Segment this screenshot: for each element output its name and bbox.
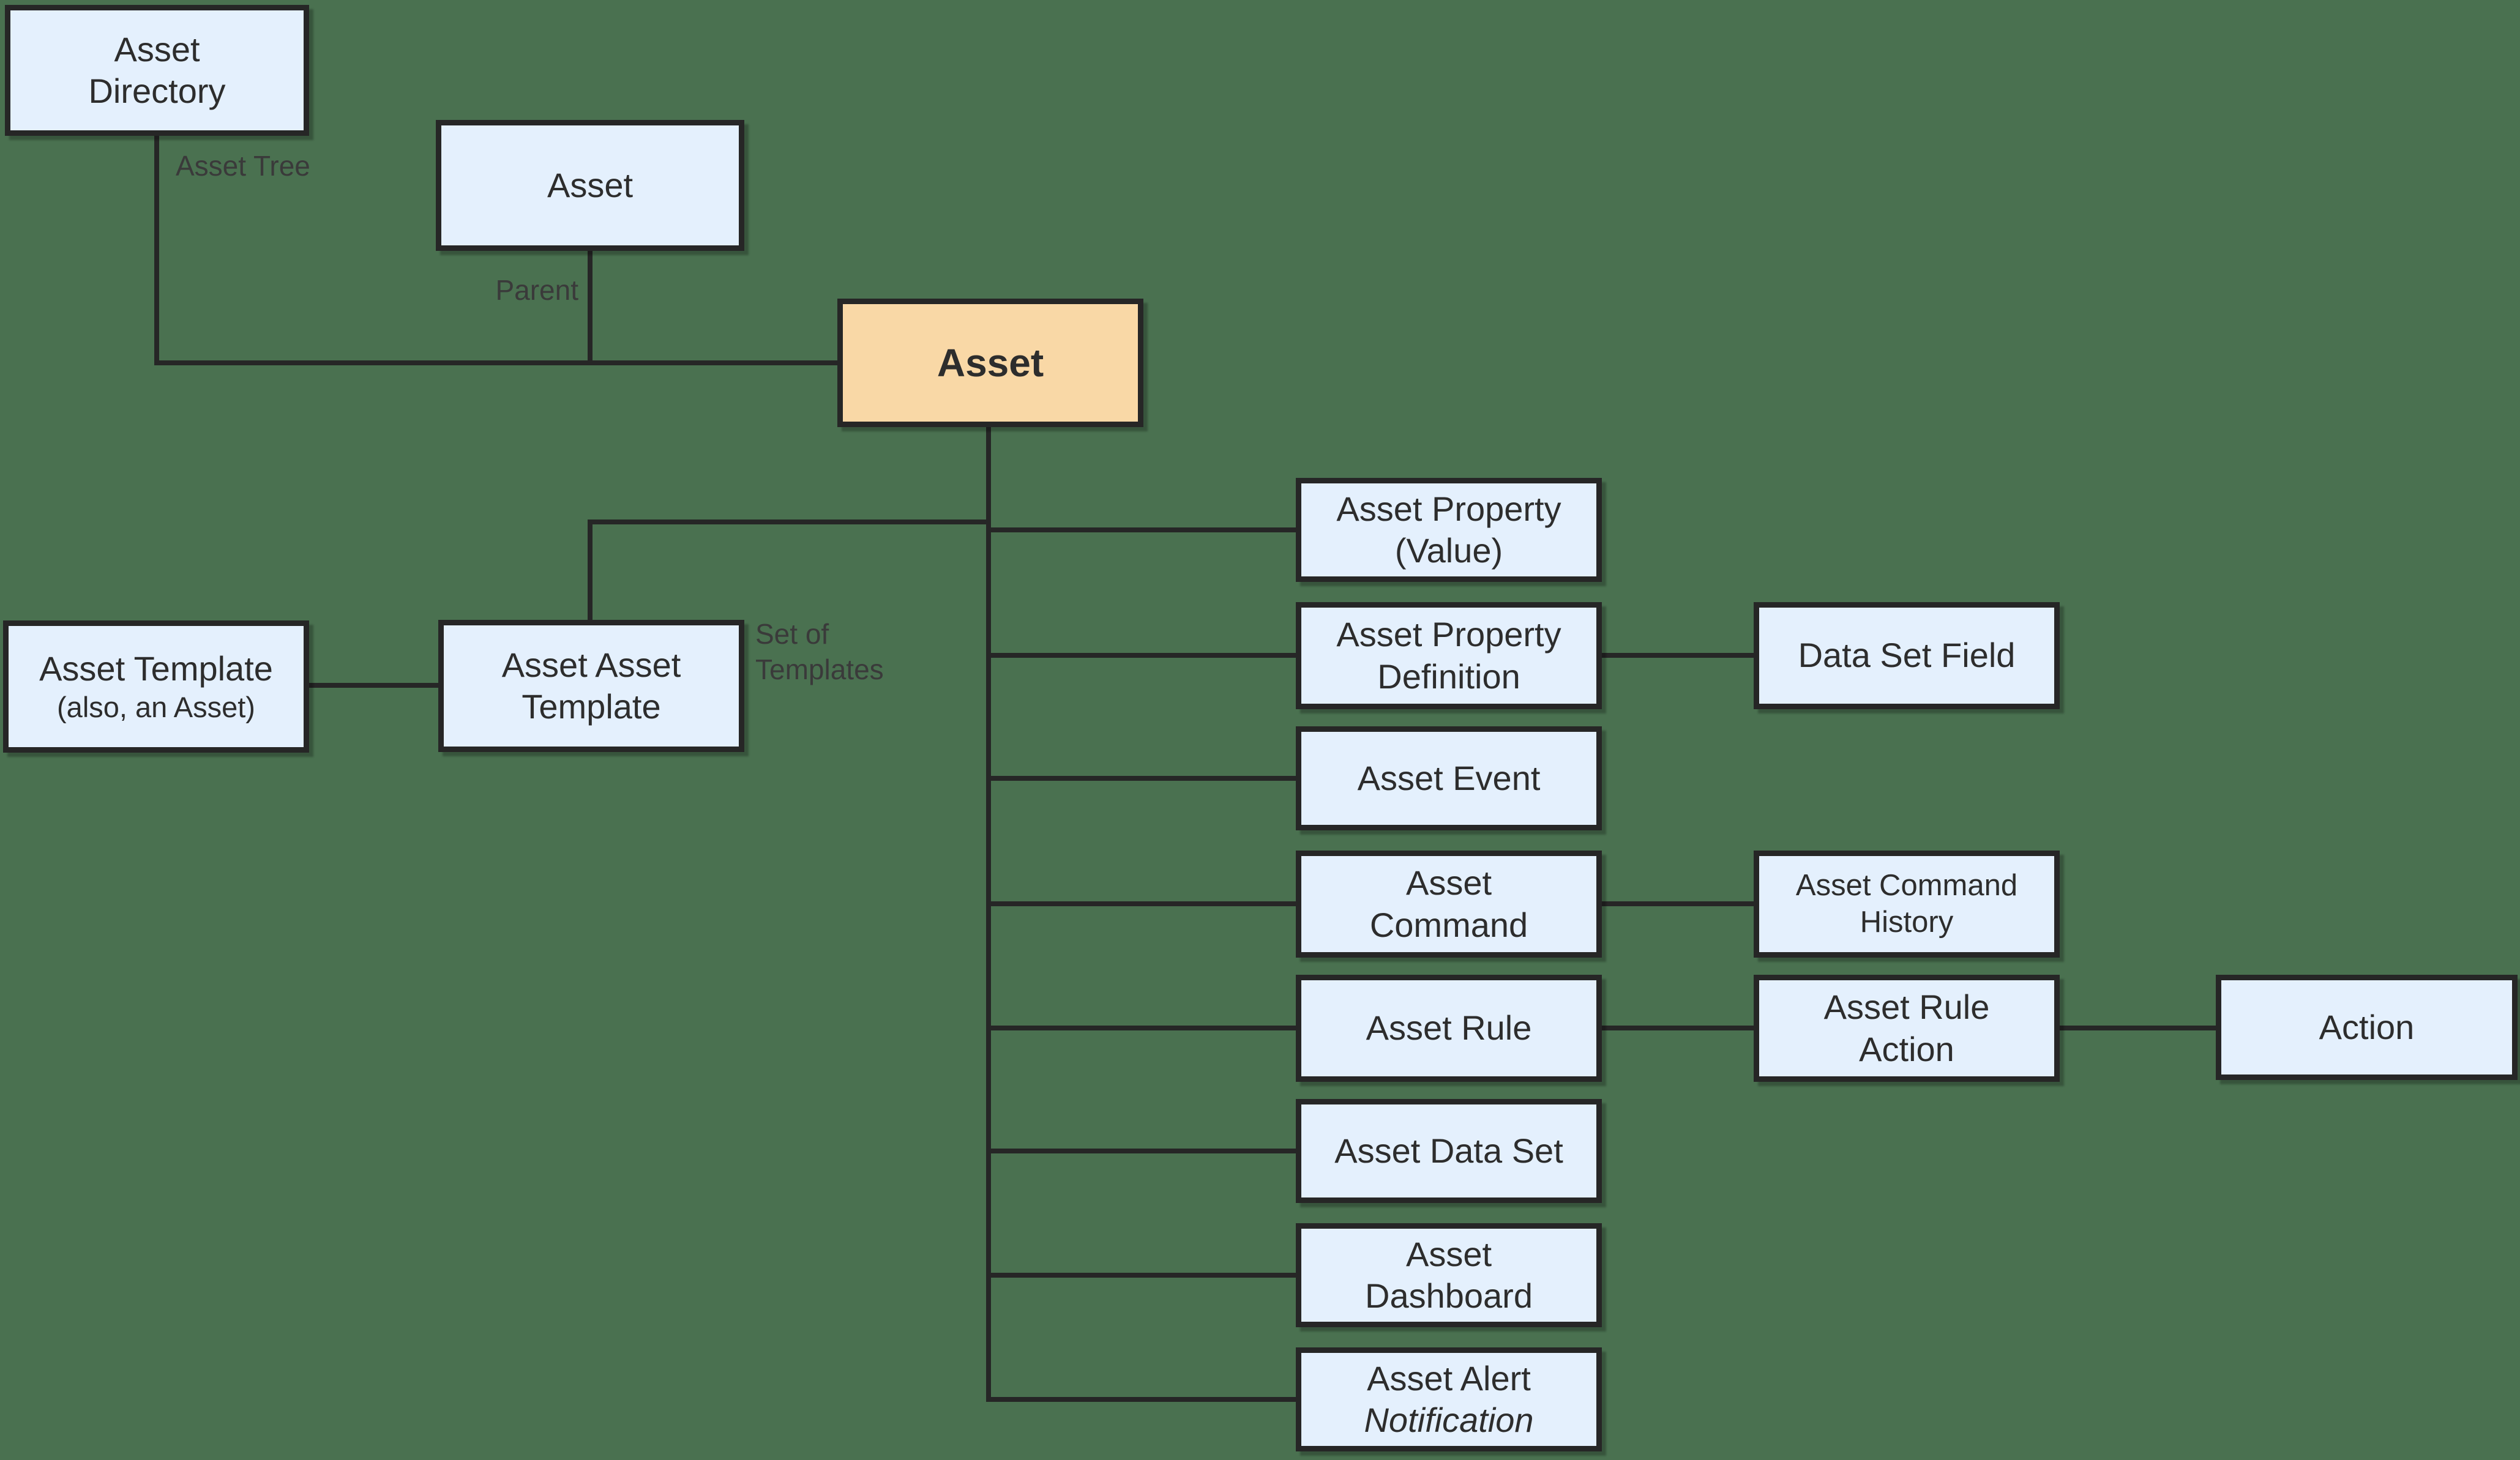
node-asset-data-set: Asset Data Set bbox=[1296, 1099, 1602, 1203]
edge-rule-action-to-action bbox=[2057, 1026, 2218, 1030]
node-label-line: Asset Data Set bbox=[1334, 1131, 1563, 1170]
node-label-line: Asset Command bbox=[1795, 868, 2018, 902]
edge-branch-asset-rule bbox=[986, 1026, 1298, 1030]
edge-label-parent: Parent bbox=[495, 274, 578, 306]
node-label-line: Dashboard bbox=[1365, 1276, 1533, 1315]
node-label-line: Asset Property bbox=[1336, 615, 1561, 654]
edge-command-to-history bbox=[1599, 901, 1756, 906]
node-label-line: Action bbox=[2319, 1007, 2415, 1046]
edge-label-set-of-templates: Set of Templates bbox=[755, 618, 884, 685]
node-asset-directory: Asset Directory bbox=[5, 5, 309, 136]
node-label-line: Asset bbox=[1405, 1234, 1492, 1273]
node-label-line: Asset bbox=[937, 340, 1044, 385]
node-label-line: Directory bbox=[88, 72, 226, 110]
edge-branch-asset-command bbox=[986, 901, 1298, 906]
edge-trunk bbox=[986, 423, 991, 1402]
node-label-line: Asset Event bbox=[1357, 758, 1541, 797]
node-asset-rule: Asset Rule bbox=[1296, 975, 1602, 1082]
node-label-line: (Value) bbox=[1394, 531, 1503, 570]
node-asset-template: Asset Template (also, an Asset) bbox=[3, 620, 309, 753]
node-label-line: Asset bbox=[114, 29, 200, 69]
node-asset-main: Asset bbox=[837, 299, 1143, 427]
edge-asset-directory-down bbox=[154, 133, 159, 365]
edge-branch-asset-property-value bbox=[986, 527, 1298, 532]
edge-definition-to-data-set-field bbox=[1599, 653, 1756, 658]
node-asset-event: Asset Event bbox=[1296, 726, 1602, 830]
edge-into-asset-main bbox=[154, 360, 842, 365]
node-label-line: Notification bbox=[1364, 1401, 1534, 1439]
node-action: Action bbox=[2216, 975, 2518, 1080]
edge-label-asset-tree: Asset Tree bbox=[176, 150, 310, 182]
node-label-line: Asset Rule bbox=[1823, 988, 1990, 1027]
node-asset-command: Asset Command bbox=[1296, 851, 1602, 958]
edge-branch-asset-event bbox=[986, 776, 1298, 781]
node-data-set-field: Data Set Field bbox=[1754, 602, 2060, 709]
edge-branch-asset-dashboard bbox=[986, 1273, 1298, 1278]
node-label-line: Asset bbox=[1405, 863, 1492, 903]
edge-rule-to-rule-action bbox=[1599, 1026, 1756, 1030]
node-label-line: Asset Property bbox=[1336, 489, 1561, 528]
node-label-line: Asset bbox=[547, 165, 634, 204]
node-label-line: Asset Rule bbox=[1366, 1008, 1532, 1048]
edge-branch-left-templates bbox=[588, 520, 991, 524]
node-asset-alert-notification: Asset Alert Notification bbox=[1296, 1347, 1602, 1451]
node-label-line: Asset Template bbox=[39, 649, 273, 688]
node-asset-parent: Asset bbox=[436, 120, 744, 251]
node-label-line: Template bbox=[522, 687, 661, 726]
node-sublabel-line: (also, an Asset) bbox=[57, 691, 255, 724]
node-label-line: Action bbox=[1859, 1029, 1954, 1068]
node-asset-property-value: Asset Property (Value) bbox=[1296, 478, 1602, 582]
node-asset-asset-template: Asset Asset Template bbox=[438, 620, 744, 752]
node-label-line: Asset Alert bbox=[1367, 1358, 1531, 1398]
node-label-line: Definition bbox=[1377, 657, 1520, 696]
node-label-line: History bbox=[1860, 905, 1954, 939]
node-asset-rule-action: Asset Rule Action bbox=[1754, 975, 2060, 1082]
node-asset-property-definition: Asset Property Definition bbox=[1296, 602, 1602, 709]
node-label-line: Asset Asset bbox=[501, 645, 681, 684]
node-label-line: Command bbox=[1369, 905, 1528, 944]
edge-into-asset-asset-template bbox=[588, 520, 593, 622]
edge-branch-asset-alert bbox=[986, 1397, 1298, 1402]
edge-template-to-asset-asset-template bbox=[307, 683, 441, 688]
node-asset-dashboard: Asset Dashboard bbox=[1296, 1223, 1602, 1327]
edge-parent-down bbox=[588, 248, 593, 365]
node-label-line: Data Set Field bbox=[1798, 636, 2016, 675]
edge-branch-asset-data-set bbox=[986, 1149, 1298, 1153]
edge-branch-asset-property-definition bbox=[986, 653, 1298, 658]
node-asset-command-history: Asset Command History bbox=[1754, 851, 2060, 958]
